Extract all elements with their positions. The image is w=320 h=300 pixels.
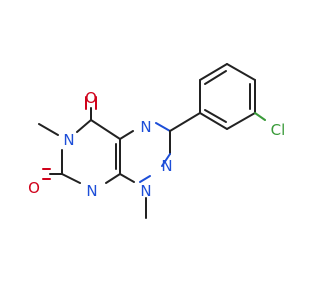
nitrogen-atom-label: N: [161, 157, 172, 175]
molecule-canvas: O O N N N N N Cl: [28, 63, 285, 219]
bond: [61, 173, 81, 184]
bond: [199, 63, 228, 81]
bond: [139, 175, 151, 183]
bond: [76, 119, 92, 133]
bond: [199, 112, 228, 130]
atom-labels: O O N N N N N Cl: [28, 89, 285, 200]
nitrogen-atom-label: N: [140, 182, 151, 200]
bond: [105, 173, 121, 184]
bond: [204, 70, 227, 85]
bond: [119, 173, 135, 183]
bond: [226, 112, 256, 130]
nitrogen-atom-label: N: [140, 118, 151, 136]
bond: [169, 112, 201, 132]
bond: [254, 112, 266, 121]
bond: [204, 109, 227, 123]
bond: [38, 123, 59, 136]
nitrogen-atom-label: N: [63, 131, 74, 149]
bond-layer: [38, 63, 266, 219]
bond: [90, 119, 121, 140]
bond: [155, 122, 171, 132]
bond: [161, 153, 171, 167]
bond: [119, 130, 134, 140]
oxygen-atom-label: O: [28, 179, 40, 197]
bond: [226, 63, 256, 81]
nitrogen-atom-label: N: [86, 182, 97, 200]
chlorine-atom-label: Cl: [271, 121, 286, 139]
oxygen-atom-label: O: [85, 89, 97, 107]
